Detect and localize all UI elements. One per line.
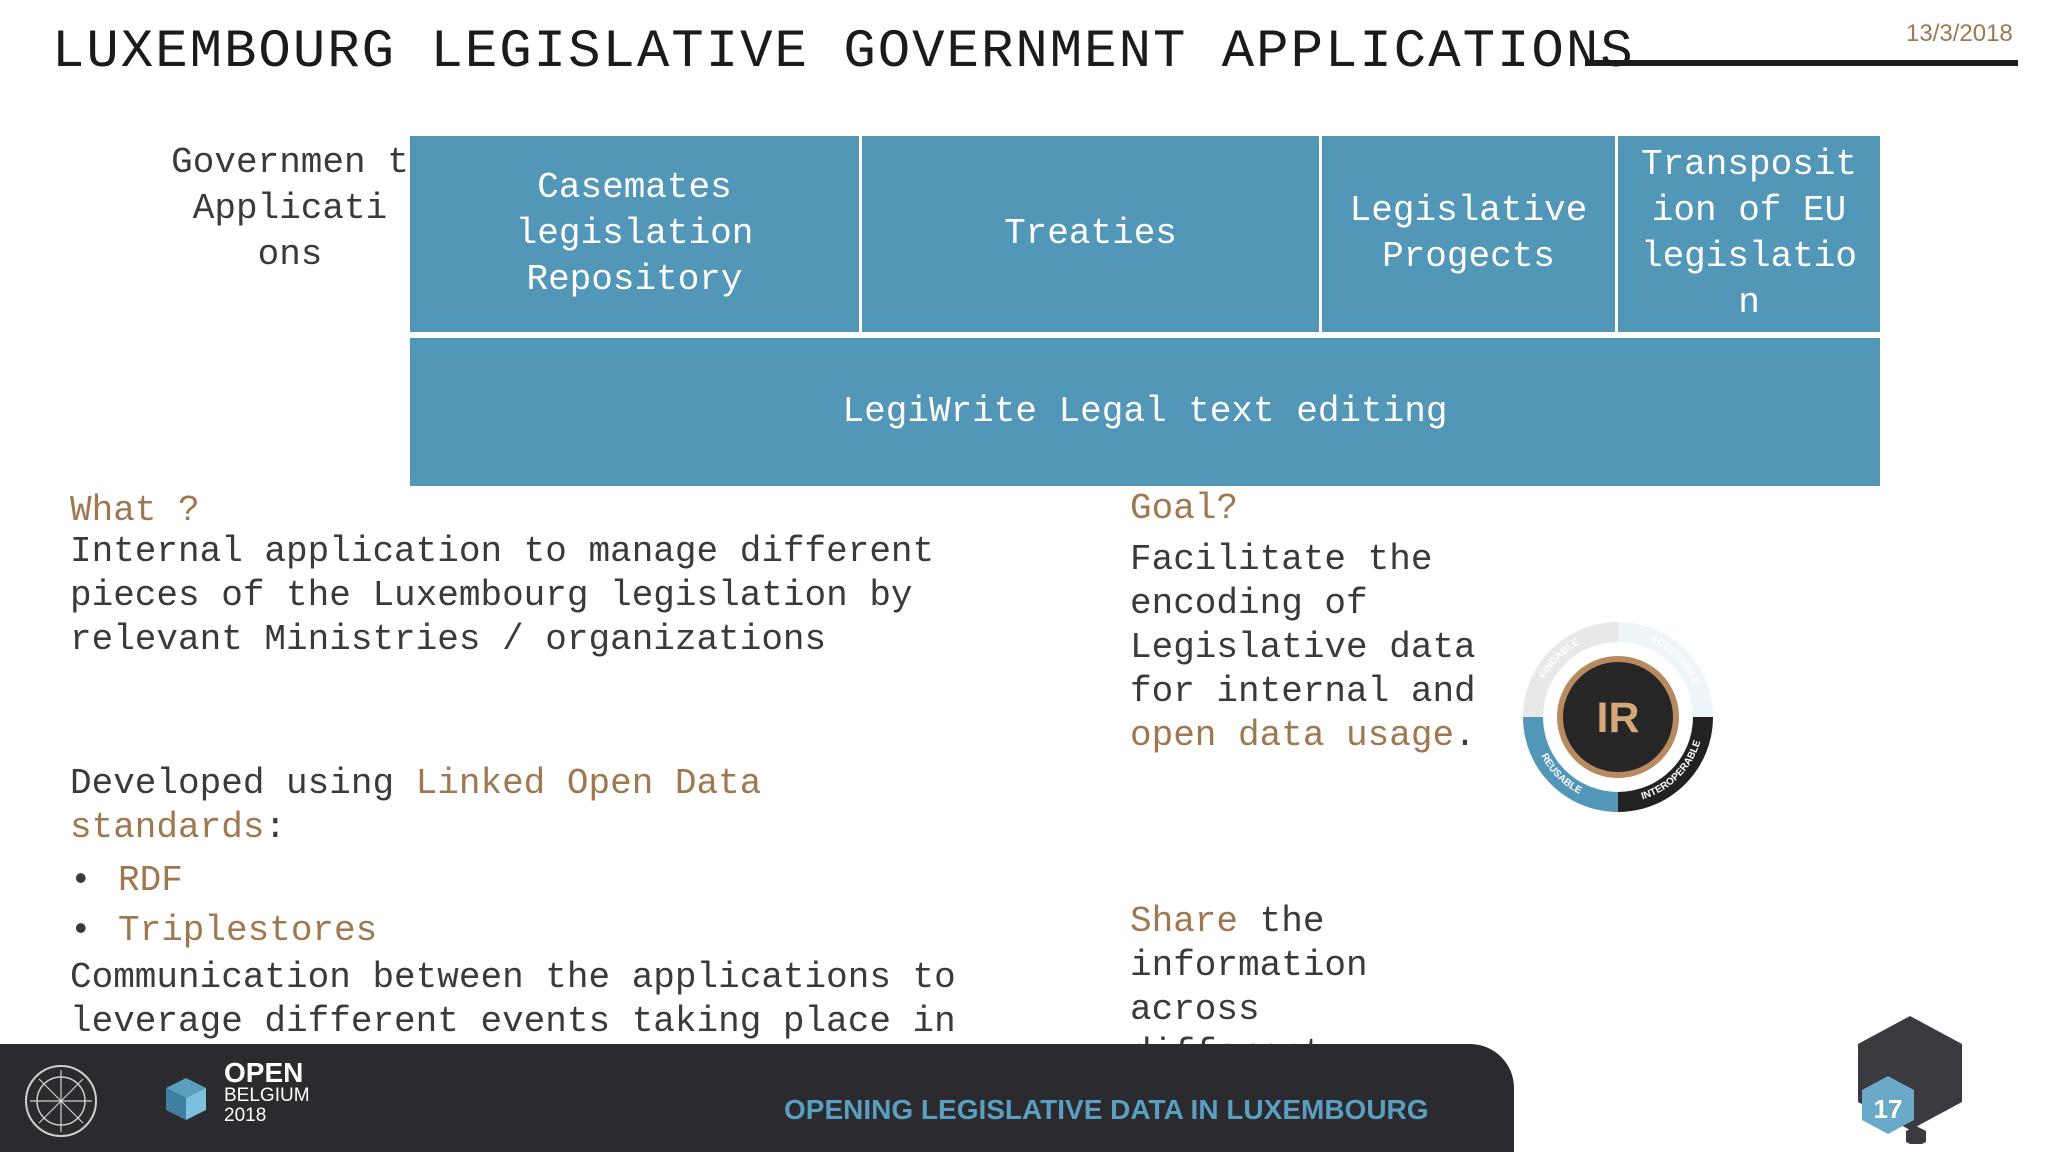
open-belgium-cubes-icon [166,1078,206,1120]
open-data-usage: open data usage [1130,715,1455,756]
developed-prefix: Developed using [70,763,416,804]
goal-text-1: Facilitate the encoding of Legislative d… [1130,538,1510,758]
cell-transposition: Transposit ion of EU legislatio n [1618,136,1880,332]
cell-casemates: Casemates legislation Repository [410,136,859,332]
logo-line-open: OPEN [224,1057,304,1088]
title-underline [1585,60,2018,66]
what-label: What ? [70,490,200,531]
logo-line-belgium: BELGIUM [224,1085,310,1106]
open-belgium-logo: OPEN BELGIUM 2018 [224,1057,310,1126]
slide-date: 13/3/2018 [1906,20,2013,47]
footer-title: OPENING LEGISLATIVE DATA IN LUXEMBOURG [784,1094,1429,1125]
fair-wheel-icon: IR FINDABLE ACCESSIBLE INTEROPERABLE REU… [1523,622,1713,812]
what-description: Internal application to manage different… [70,531,935,660]
cell-treaties: Treaties [862,136,1319,332]
goal-label: Goal? [1130,488,1239,529]
list-item: RDF [70,856,377,906]
footer-bar [0,1044,1514,1152]
tech-list: RDF Triplestores [70,856,377,956]
goal-text-1-suffix: . [1454,715,1476,756]
developed-using: Developed using Linked Open Data standar… [70,762,890,850]
logo-line-year: 2018 [224,1105,267,1126]
goal-text-1-main: Facilitate the encoding of Legislative d… [1130,539,1476,712]
page-number-badge: 17 [1858,1016,1962,1144]
page-number: 17 [1874,1094,1903,1124]
cell-legiwrite: LegiWrite Legal text editing [410,338,1880,486]
fair-center: IR [1597,694,1640,742]
list-item: Triplestores [70,906,377,956]
open-belgium-seal-icon [25,1065,97,1137]
developed-suffix: : [264,807,287,848]
lod-standards: Linked Open Data standards [70,763,762,848]
cell-legislative-projects: Legislative Progects [1322,136,1615,332]
share-word: Share [1130,901,1239,942]
row-label: Governmen t Applicati ons [171,142,409,275]
slide-title: LUXEMBOURG LEGISLATIVE GOVERNMENT APPLIC… [52,22,1635,83]
